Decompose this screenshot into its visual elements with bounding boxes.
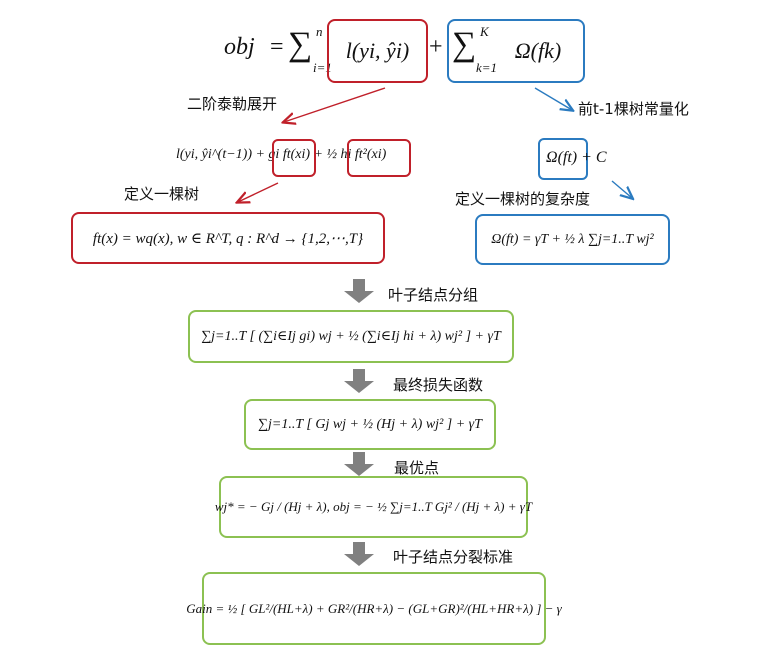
block-arrow-1: [344, 279, 374, 303]
sum-2-lower: k=1: [476, 60, 498, 75]
gain-box: Gain = ½ [ GL²/(HL+λ) + GR²/(HR+λ) − (GL…: [186, 572, 562, 645]
gain-formula: Gain = ½ [ GL²/(HL+λ) + GR²/(HR+λ) − (GL…: [186, 600, 562, 616]
block-arrow-2: [344, 369, 374, 393]
label-define-tree: 定义一棵树: [124, 185, 200, 203]
label-const: 前t-1棵树常量化: [578, 100, 689, 118]
label-optimum: 最优点: [394, 459, 440, 477]
ft-highlight-box-2: [347, 139, 411, 177]
sum-symbol-2: ∑: [452, 26, 477, 63]
complexity-box: Ω(ft) = γT + ½ λ ∑j=1..T wj²: [475, 214, 670, 265]
sum-1-upper: n: [316, 24, 323, 39]
sum-2-upper: K: [480, 24, 489, 39]
label-taylor: 二阶泰勒展开: [187, 95, 278, 113]
const-arrow: [534, 87, 572, 110]
ft-highlight-box-1: [272, 139, 316, 177]
block-arrow-4: [344, 542, 374, 566]
optimum-box: wj* = − Gj / (Hj + λ), obj = − ½ ∑j=1..T…: [215, 476, 532, 538]
label-define-complexity: 定义一棵树的复杂度: [455, 190, 591, 208]
final-loss-formula: ∑j=1..T [ Gj wj + ½ (Hj + λ) wj² ] + γT: [258, 416, 482, 432]
label-split: 叶子结点分裂标准: [393, 548, 514, 566]
equals-sign: =: [270, 34, 284, 60]
complexity-arrow: [611, 180, 632, 198]
taylor-arrow: [284, 87, 386, 122]
omega-const-box: [538, 138, 588, 180]
grouped-objective: ∑j=1..T [ (∑i∈Ij gi) wj + ½ (∑i∈Ij hi + …: [201, 329, 501, 344]
tree-definition: ft(x) = wq(x), w ∈ R^T, q : R^d → {1,2,⋯…: [92, 230, 364, 247]
grouped-objective-box: ∑j=1..T [ (∑i∈Ij gi) wj + ½ (∑i∈Ij hi + …: [188, 310, 514, 363]
label-leaf-group: 叶子结点分组: [388, 286, 479, 304]
optimum-formula: wj* = − Gj / (Hj + λ), obj = − ½ ∑j=1..T…: [214, 499, 533, 514]
regularization-term-box: Ω(fk): [447, 19, 585, 83]
label-final-loss: 最终损失函数: [393, 376, 484, 394]
taylor-expansion: l(yi, ŷi^(t−1)) + gi ft(xi) + ½ hi ft²(x…: [176, 147, 387, 162]
sum-symbol-1: ∑: [288, 26, 313, 63]
omega-const: Ω(ft) + C: [546, 149, 607, 166]
plus-sign: +: [429, 34, 443, 60]
loss-term: l(yi, ŷi): [345, 38, 410, 63]
define-tree-arrow: [238, 182, 279, 202]
complexity-formula: Ω(ft) = γT + ½ λ ∑j=1..T wj²: [491, 231, 654, 247]
obj-symbol: obj: [224, 34, 255, 60]
loss-term-box: l(yi, ŷi): [327, 19, 428, 83]
final-loss-box: ∑j=1..T [ Gj wj + ½ (Hj + λ) wj² ] + γT: [244, 399, 496, 450]
tree-definition-box: ft(x) = wq(x), w ∈ R^T, q : R^d → {1,2,⋯…: [71, 212, 385, 264]
block-arrow-3: [344, 452, 374, 476]
regularization-term: Ω(fk): [514, 38, 562, 63]
